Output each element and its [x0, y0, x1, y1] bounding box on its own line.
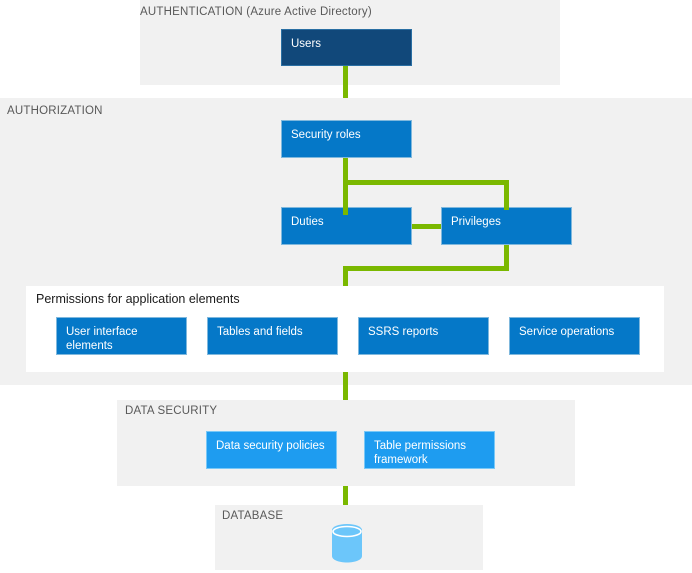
- connector-users-to-security-roles: [343, 66, 348, 121]
- node-security-roles[interactable]: Security roles: [281, 120, 412, 158]
- section-authentication-title: AUTHENTICATION (Azure Active Directory): [140, 6, 372, 18]
- node-duties[interactable]: Duties: [281, 207, 412, 245]
- node-data-security-policies[interactable]: Data security policies: [206, 431, 337, 469]
- permissions-panel-title: Permissions for application elements: [36, 292, 240, 306]
- node-tables-and-fields[interactable]: Tables and fields: [207, 317, 338, 355]
- section-authorization-title: AUTHORIZATION: [7, 105, 103, 117]
- section-data-security: [117, 400, 575, 486]
- section-data-security-title: DATA SECURITY: [125, 405, 218, 417]
- connector-security-roles-to-privileges-horizontal: [343, 180, 509, 185]
- node-ssrs-reports[interactable]: SSRS reports: [358, 317, 489, 355]
- node-service-operations[interactable]: Service operations: [509, 317, 640, 355]
- connector-privileges-to-permissions-horizontal: [343, 266, 509, 271]
- node-table-permissions-framework[interactable]: Table permissions framework: [364, 431, 495, 469]
- connector-permissions-to-data-security: [343, 372, 348, 402]
- node-privileges[interactable]: Privileges: [441, 207, 572, 245]
- connector-security-roles-trunk: [343, 158, 348, 215]
- node-users[interactable]: Users: [281, 29, 412, 66]
- database-cylinder-icon: [332, 524, 362, 563]
- connector-data-security-to-database: [343, 486, 348, 508]
- node-user-interface-elements[interactable]: User interface elements: [56, 317, 187, 355]
- connector-privileges-down: [504, 245, 509, 270]
- section-database-title: DATABASE: [222, 510, 284, 522]
- connector-permissions-stem: [343, 266, 348, 288]
- connector-duties-to-privileges: [412, 224, 441, 229]
- connector-security-roles-to-privileges-vertical: [504, 180, 509, 210]
